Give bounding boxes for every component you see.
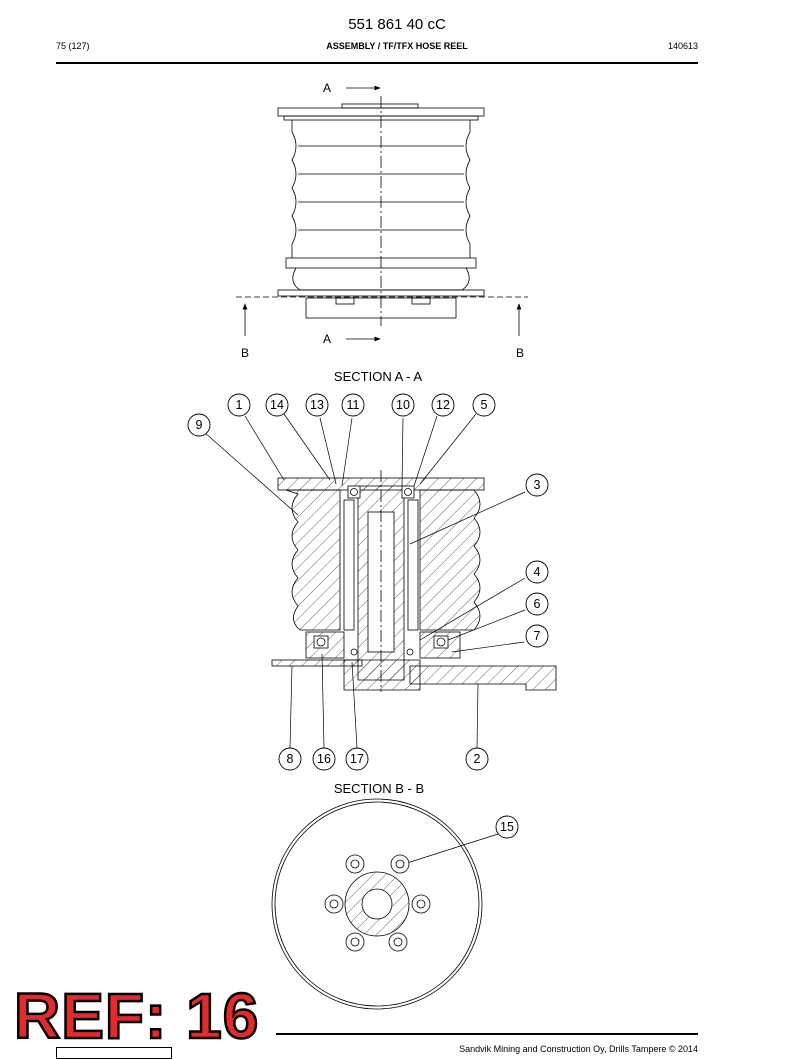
- balloon-16: 16: [317, 752, 331, 766]
- balloon-10: 10: [396, 398, 410, 412]
- balloon-2: 2: [474, 752, 481, 766]
- balloon-circles: [187, 393, 549, 839]
- section-b-b-view: [271, 798, 483, 1010]
- sandvik-logo: [56, 1047, 172, 1059]
- balloon-9: 9: [196, 418, 203, 432]
- balloon-14: 14: [270, 398, 284, 412]
- section-a-arrow-label-bottom: A: [323, 332, 331, 346]
- balloon-13: 13: [310, 398, 324, 412]
- page-number: 75 (127): [56, 41, 90, 51]
- balloon-5: 5: [481, 398, 488, 412]
- date-code: 140613: [667, 41, 698, 51]
- footer-rule: [276, 1033, 698, 1035]
- hose-reel-elevation-view: [236, 85, 528, 342]
- header-rule: [56, 62, 698, 64]
- leader-lines: [203, 413, 526, 865]
- section-a-title: SECTION A - A: [334, 369, 422, 384]
- page-title: ASSEMBLY / TF/TFX HOSE REEL: [326, 41, 468, 51]
- balloon-8: 8: [287, 752, 294, 766]
- balloon-15: 15: [500, 820, 514, 834]
- ref-watermark: REF: 16: [13, 980, 260, 1052]
- balloon-12: 12: [436, 398, 450, 412]
- footer-copyright: Sandvik Mining and Construction Oy, Dril…: [459, 1044, 698, 1054]
- section-a-arrow-label-top: A: [323, 81, 331, 95]
- balloon-6: 6: [534, 597, 541, 611]
- balloon-4: 4: [534, 565, 541, 579]
- section-b-arrow-label-left: B: [241, 346, 249, 360]
- balloon-3: 3: [534, 478, 541, 492]
- balloon-11: 11: [347, 398, 360, 412]
- section-b-arrow-label-right: B: [516, 346, 524, 360]
- balloon-17: 17: [350, 752, 364, 766]
- document-number: 551 861 40 cC: [348, 16, 446, 33]
- section-b-title: SECTION B - B: [334, 781, 424, 796]
- section-a-a-view: [271, 470, 557, 692]
- balloon-1: 1: [236, 398, 243, 412]
- balloon-7: 7: [534, 629, 541, 643]
